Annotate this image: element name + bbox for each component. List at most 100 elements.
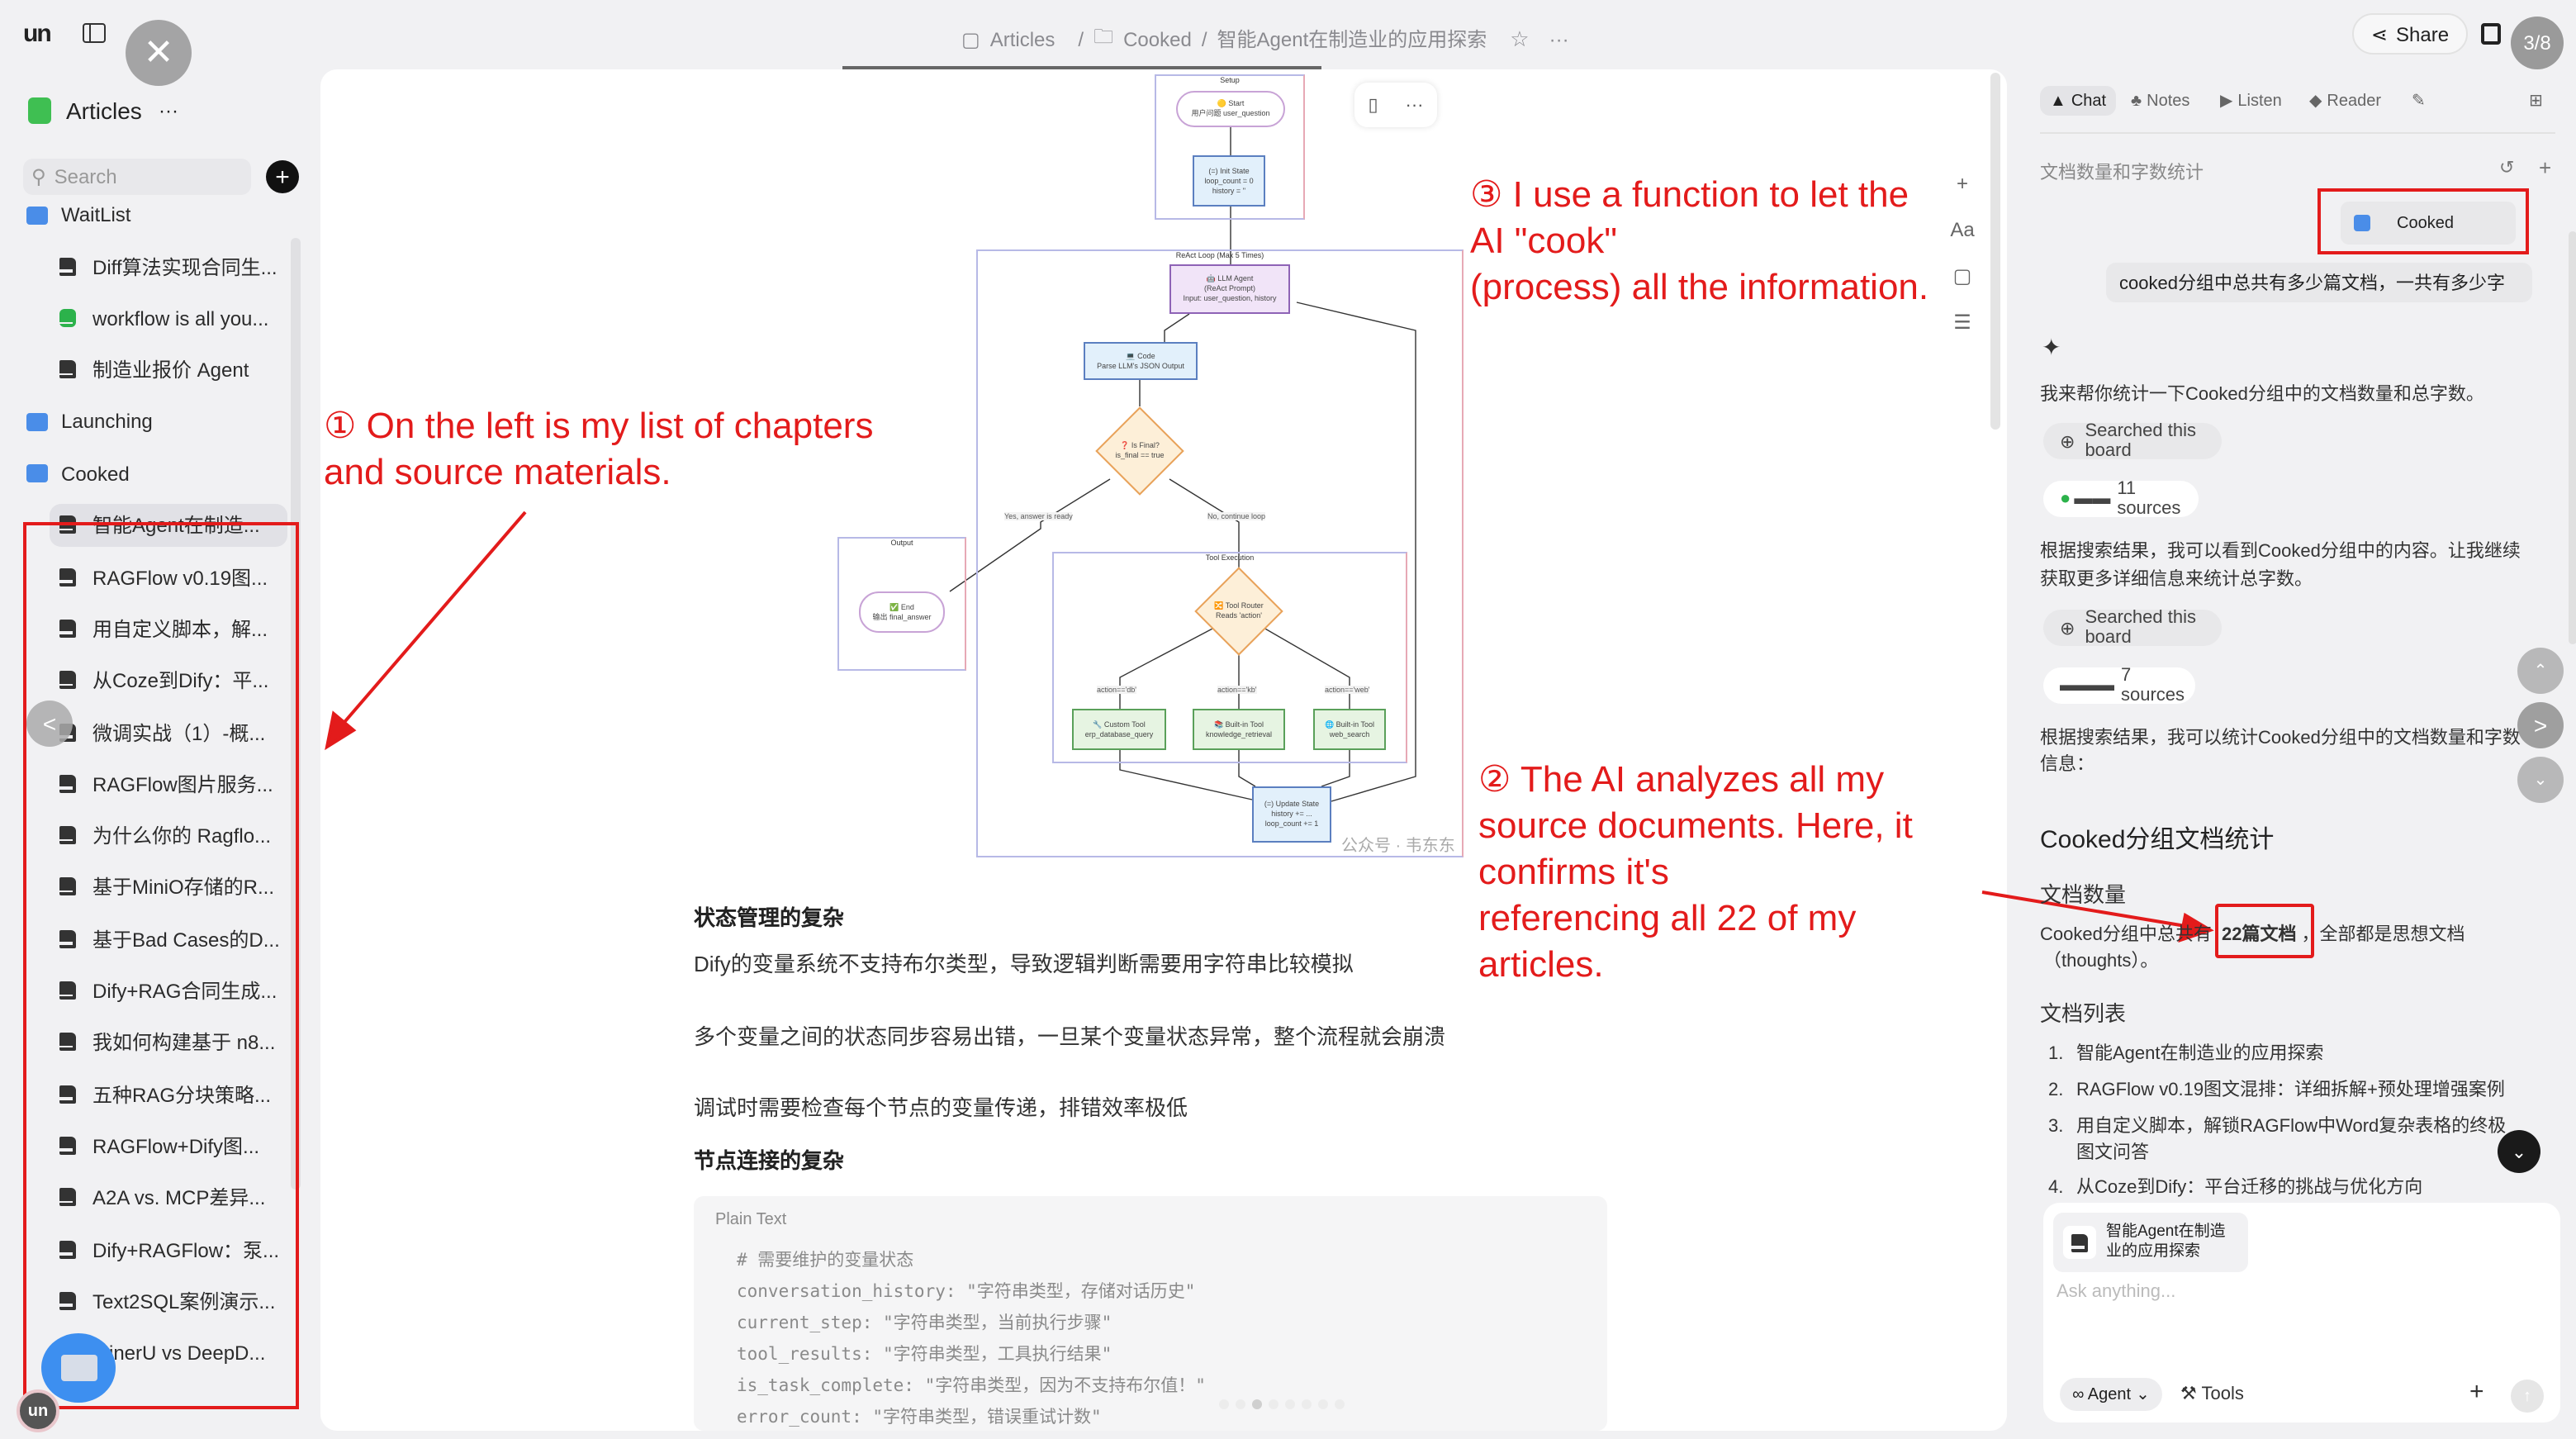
sources-pill[interactable]: ▬▬▬7 sources <box>2043 666 2195 705</box>
prev-slide-button[interactable]: < <box>26 701 73 747</box>
sidebar-doc-item[interactable]: 从Coze到Dify：平... <box>50 658 287 701</box>
document-scrollbar[interactable] <box>1990 73 2000 430</box>
grid-icon[interactable]: ⊞ <box>2529 92 2543 110</box>
doc-icon <box>59 1085 76 1104</box>
workspace-more-button[interactable]: ··· <box>159 99 178 122</box>
scroll-up-button[interactable]: ⌃ <box>2517 648 2564 694</box>
sidebar-doc-item[interactable]: 为什么你的 Ragflo... <box>50 814 287 857</box>
searched-board-pill[interactable]: ⊕Searched this board <box>2043 608 2222 648</box>
sidebar-doc-item[interactable]: 制造业报价 Agent <box>50 349 287 392</box>
app-logo-float[interactable]: un <box>17 1389 59 1432</box>
item-label: 我如何构建基于 n8... <box>93 1031 276 1055</box>
sidebar-doc-item[interactable]: 五种RAG分块策略... <box>50 1072 287 1115</box>
new-chat-icon[interactable]: + <box>2539 155 2552 180</box>
pager-dot[interactable] <box>1335 1399 1345 1409</box>
workspace-title[interactable]: Articles <box>66 97 142 124</box>
document-list-item[interactable]: 3.用自定义脚本，解锁RAGFlow中Word复杂表格的终极 <box>2048 1112 2506 1138</box>
tab-notes[interactable]: ♣Notes <box>2131 92 2190 110</box>
chart-float-icon[interactable] <box>41 1333 116 1403</box>
slide-pager <box>1219 1399 1345 1409</box>
sidebar-doc-item[interactable]: RAGFlow+Dify图... <box>50 1124 287 1167</box>
clipboard-icon[interactable]: ▯ <box>1368 96 1378 116</box>
tab-listen[interactable]: ▶Listen <box>2220 92 2282 110</box>
zoom-in-icon[interactable]: + <box>1956 172 1968 195</box>
share-icon: ⋖ <box>2370 22 2389 45</box>
searched-board-pill[interactable]: ⊕Searched this board <box>2043 421 2222 461</box>
close-overlay-button[interactable]: ✕ <box>126 20 192 86</box>
attach-plus-icon[interactable]: + <box>2469 1378 2484 1406</box>
breadcrumb-cooked[interactable]: Cooked <box>1123 27 1192 50</box>
scroll-to-bottom-button[interactable]: ⌄ <box>2498 1130 2540 1173</box>
more-icon[interactable]: ··· <box>1405 95 1424 115</box>
diagram-llm-node: 🤖 LLM Agent(ReAct Prompt)Input: user_que… <box>1169 264 1290 314</box>
tab-reader[interactable]: ◆Reader <box>2309 92 2382 110</box>
sidebar-folder[interactable]: Cooked <box>26 452 291 495</box>
font-size-icon[interactable]: Aa <box>1950 218 1975 241</box>
sidebar-doc-item[interactable]: Dify+RAGFlow：泵... <box>50 1228 287 1270</box>
folder-icon <box>26 464 48 482</box>
doc-icon <box>59 1033 76 1052</box>
send-button[interactable]: ↑ <box>2511 1380 2544 1413</box>
ai-message: 根据搜索结果，我可以统计Cooked分组中的文档数量和字数信息： <box>2040 729 2521 775</box>
sources-pill[interactable]: ●▬▬11 sources <box>2043 479 2199 519</box>
sidebar-doc-item[interactable]: Dify+RAG合同生成... <box>50 969 287 1012</box>
sidebar-doc-item[interactable]: A2A vs. MCP差异... <box>50 1175 287 1218</box>
add-button[interactable]: + <box>266 160 299 193</box>
tab-chat[interactable]: ▲Chat <box>2040 86 2117 116</box>
answer-heading: Cooked分组文档统计 <box>2040 826 2275 854</box>
sidebar-doc-item[interactable]: 基于MiniO存储的R... <box>50 866 287 909</box>
item-label: RAGFlow+Dify图... <box>93 1134 260 1158</box>
chevron-down-icon: ⌄ <box>2136 1385 2150 1403</box>
pager-dot[interactable] <box>1269 1399 1279 1409</box>
sidebar-folder[interactable]: Launching <box>26 400 291 443</box>
item-label: 基于Bad Cases的D... <box>93 928 280 952</box>
chat-scrollbar[interactable] <box>2569 231 2576 644</box>
sidebar-doc-item[interactable]: 用自定义脚本，解... <box>50 607 287 650</box>
pager-dot[interactable] <box>1236 1399 1245 1409</box>
sidebar-folder[interactable]: WaitList <box>26 193 291 236</box>
sidebar-doc-item[interactable]: 我如何构建基于 n8... <box>50 1021 287 1064</box>
code-line: is_task_complete: "字符串类型，因为不支持布尔值！" <box>737 1376 1206 1396</box>
history-icon[interactable]: ↺ <box>2499 159 2515 178</box>
scroll-down-button[interactable]: ⌄ <box>2517 757 2564 803</box>
pager-dot[interactable] <box>1302 1399 1312 1409</box>
doc-icon <box>59 1291 76 1310</box>
document-list-item[interactable]: 图文问答 <box>2048 1138 2149 1165</box>
copy-icon[interactable]: ▢ <box>1952 264 1972 287</box>
item-label: MinerU vs DeepD... <box>93 1341 266 1365</box>
sidebar-doc-item[interactable]: RAGFlow图片服务... <box>50 762 287 805</box>
tab-more-icon[interactable]: ✎ <box>2412 92 2426 110</box>
context-chip[interactable]: Cooked <box>2341 202 2516 245</box>
code-line: error_count: "字符串类型，错误重试计数" <box>737 1408 1102 1427</box>
share-button[interactable]: ⋖Share <box>2352 13 2468 55</box>
sidebar-doc-item[interactable]: workflow is all you... <box>50 297 287 340</box>
sidebar-doc-item[interactable]: Text2SQL案例演示... <box>50 1280 287 1323</box>
highlight-box <box>2317 188 2529 254</box>
search-input[interactable]: ⚲Search <box>23 159 251 195</box>
pager-dot[interactable] <box>1219 1399 1229 1409</box>
sidebar-doc-item[interactable]: RAGFlow v0.19图... <box>50 555 287 598</box>
outline-icon[interactable]: ☰ <box>1953 311 1971 334</box>
sidebar-doc-item[interactable]: Diff算法实现合同生... <box>50 245 287 288</box>
next-slide-button[interactable]: > <box>2517 702 2564 748</box>
pager-dot[interactable] <box>1318 1399 1328 1409</box>
chat-input[interactable]: Ask anything... <box>2057 1282 2176 1302</box>
attached-doc-chip[interactable]: 智能Agent在制造业的应用探索 <box>2053 1213 2248 1272</box>
app-logo[interactable]: un <box>23 20 52 48</box>
panel-toggle-icon[interactable] <box>2481 23 2501 45</box>
pager-dot[interactable] <box>1285 1399 1295 1409</box>
star-icon[interactable]: ☆ <box>1510 26 1530 50</box>
tools-button[interactable]: ⚒ Tools <box>2180 1384 2244 1404</box>
breadcrumb-articles[interactable]: Articles <box>989 27 1056 50</box>
agent-mode-dropdown[interactable]: ∞ Agent⌄ <box>2060 1378 2162 1411</box>
document-list-item[interactable]: 4.从Coze到Dify：平台迁移的挑战与优化方向 <box>2048 1173 2422 1199</box>
document-list-item[interactable]: 2.RAGFlow v0.19图文混排：详细拆解+预处理增强案例 <box>2048 1076 2505 1102</box>
document-list-item[interactable]: 1.智能Agent在制造业的应用探索 <box>2048 1039 2324 1066</box>
list-text: 从Coze到Dify：平台迁移的挑战与优化方向 <box>2076 1178 2423 1198</box>
sidebar-doc-item[interactable]: 基于Bad Cases的D... <box>50 917 287 960</box>
sidebar-toggle-icon[interactable] <box>83 23 106 43</box>
pager-dot[interactable] <box>1252 1399 1262 1409</box>
more-icon[interactable]: ··· <box>1549 27 1569 50</box>
